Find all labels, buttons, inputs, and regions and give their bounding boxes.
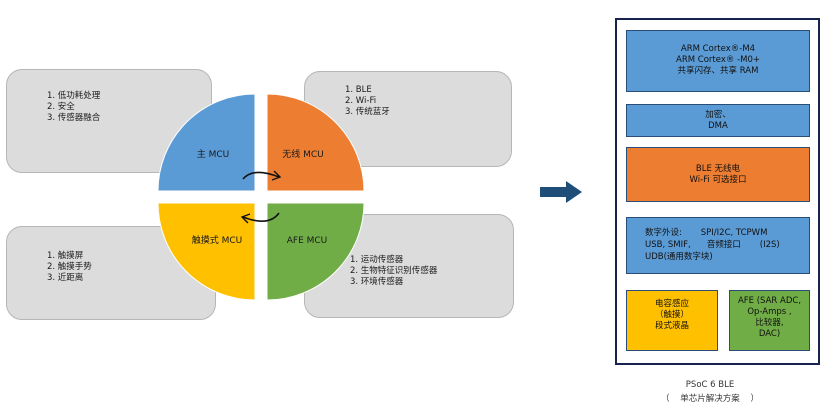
afe-block-line: AFE (SAR ADC, — [737, 296, 802, 306]
list-item: 3. 环境传感器 — [350, 277, 404, 287]
peripheral-block-line: USB, SMIF, 音频接口 (I2S) — [645, 240, 780, 250]
ble-radio-block: BLE 无线电 Wi-Fi 可选接口 — [626, 147, 810, 202]
peripheral-block-line: UDB(通用数字块) — [645, 252, 713, 262]
feature-list: 1. BLE 2. Wi-Fi 3. 传统蓝牙 — [345, 85, 390, 118]
ble-block-line: BLE 无线电 — [695, 164, 741, 174]
feature-list: 1. 触摸屏 2. 触摸手势 3. 近距离 — [47, 251, 92, 284]
list-item: 2. 触摸手势 — [47, 262, 92, 272]
feature-list: 1. 低功耗处理 2. 安全 3. 传感器融合 — [47, 91, 100, 124]
list-item: 3. 传统蓝牙 — [345, 107, 390, 117]
afe-block: AFE (SAR ADC, Op-Amps , 比较器, DAC) — [729, 290, 810, 351]
afe-block-line: Op-Amps , — [747, 307, 792, 317]
afe-block-line: DAC) — [758, 329, 781, 339]
afe-block-line: 比较器, — [755, 318, 784, 328]
digital-peripherals-block: 数字外设: SPI/I2C, TCPWM USB, SMIF, 音频接口 (I2… — [626, 217, 810, 274]
list-item: 3. 近距离 — [47, 273, 84, 283]
capsense-block-line: （触摸） — [654, 310, 689, 320]
capsense-block-line: 段式液晶 — [654, 321, 689, 331]
quadrant-wireless-mcu — [266, 93, 365, 192]
list-item: 3. 传感器融合 — [47, 113, 101, 123]
cpu-block-line: ARM Cortex® -M0+ — [676, 55, 760, 65]
list-item: 2. Wi-Fi — [345, 96, 377, 106]
cycle-arrows-icon — [240, 170, 282, 224]
mcu-quadrant-diagram: 主 MCU 无线 MCU 触摸式 MCU AFE MCU — [157, 93, 365, 301]
crypto-dma-block: 加密、 DMA — [626, 104, 810, 137]
feature-list: 1. 运动传感器 2. 生物特征识别传感器 3. 环境传感器 — [350, 255, 437, 288]
right-arrow-icon — [540, 181, 582, 203]
cpu-block-line: 共享闪存、共享 RAM — [677, 66, 759, 76]
wireless-mcu-label: 无线 MCU — [282, 148, 324, 160]
touch-mcu-label: 触摸式 MCU — [192, 234, 243, 246]
list-item: 1. 触摸屏 — [47, 251, 84, 261]
quadrant-main-mcu — [157, 93, 256, 192]
caption-subtitle: （ 单芯片解决方案 ） — [660, 394, 760, 404]
quadrant-touch-mcu — [157, 202, 256, 301]
psoc6-chip-panel: ARM Cortex®-M4 ARM Cortex® -M0+ 共享闪存、共享 … — [615, 18, 820, 365]
list-item: 2. 生物特征识别传感器 — [350, 266, 438, 276]
capsense-block: 电容感应 （触摸） 段式液晶 — [626, 290, 718, 351]
afe-mcu-label: AFE MCU — [287, 236, 328, 246]
list-item: 2. 安全 — [47, 102, 75, 112]
cpu-block-line: ARM Cortex®-M4 — [680, 44, 756, 54]
crypto-block-line: 加密、 — [705, 110, 731, 120]
cpu-block: ARM Cortex®-M4 ARM Cortex® -M0+ 共享闪存、共享 … — [626, 30, 810, 92]
list-item: 1. BLE — [345, 85, 372, 95]
ble-block-line: Wi-Fi 可选接口 — [689, 175, 747, 185]
chip-caption: PSoC 6 BLE （ 单芯片解决方案 ） — [660, 378, 760, 406]
main-mcu-label: 主 MCU — [197, 148, 230, 160]
crypto-block-line: DMA — [708, 121, 728, 131]
quadrant-afe-mcu — [266, 202, 365, 301]
list-item: 1. 运动传感器 — [350, 255, 404, 265]
caption-title: PSoC 6 BLE — [685, 380, 735, 390]
feature-box-main-mcu: 1. 低功耗处理 2. 安全 3. 传感器融合 — [6, 69, 212, 173]
capsense-block-line: 电容感应 — [654, 299, 689, 309]
list-item: 1. 低功耗处理 — [47, 91, 101, 101]
peripheral-block-line: 数字外设: SPI/I2C, TCPWM — [645, 228, 768, 238]
